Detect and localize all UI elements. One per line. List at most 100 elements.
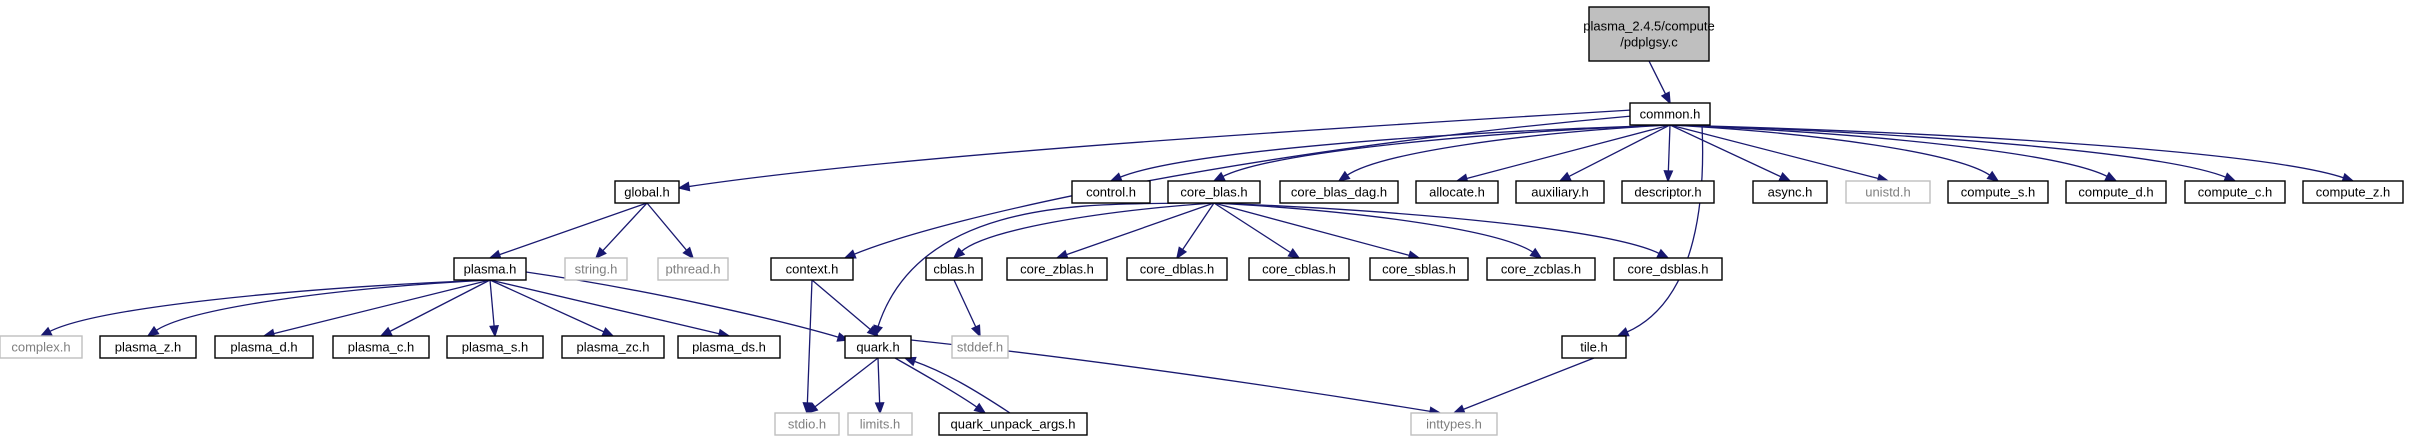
node-quark-unpack-args[interactable]: quark_unpack_args.h <box>938 412 1088 436</box>
node-compute-z[interactable]: compute_z.h <box>2302 180 2404 204</box>
node-quark[interactable]: quark.h <box>844 335 912 359</box>
node-core-blas-dag-label: core_blas_dag.h <box>1291 185 1387 200</box>
edge-core_blas-to-core_zcblas <box>1213 202 1543 260</box>
node-common-label: common.h <box>1640 107 1701 122</box>
node-unistd[interactable]: unistd.h <box>1845 180 1931 204</box>
node-compute-z-label: compute_z.h <box>2316 185 2390 200</box>
edge-global-to-string <box>594 202 648 260</box>
node-unistd-label: unistd.h <box>1865 185 1911 200</box>
node-core-zcblas[interactable]: core_zcblas.h <box>1486 257 1596 281</box>
node-core-cblas[interactable]: core_cblas.h <box>1248 257 1350 281</box>
edge-common-to-compute_c <box>1669 124 2237 182</box>
node-cblas[interactable]: cblas.h <box>925 257 983 281</box>
node-control[interactable]: control.h <box>1071 180 1151 204</box>
node-core-dblas-label: core_dblas.h <box>1140 262 1214 277</box>
edge-quark-to-limits <box>874 357 885 415</box>
edge-plasma-to-plasma_c <box>379 279 491 337</box>
node-plasma-d[interactable]: plasma_d.h <box>214 335 314 359</box>
node-stddef-label: stddef.h <box>957 340 1003 355</box>
edge-tile-to-inttypes <box>1452 357 1595 414</box>
node-limits-label: limits.h <box>860 417 900 432</box>
edge-common-to-core_blas <box>1212 124 1671 182</box>
edge-quark-to-stdio <box>805 357 879 415</box>
node-complex[interactable]: complex.h <box>0 335 83 359</box>
node-plasma-zc-label: plasma_zc.h <box>577 340 650 355</box>
node-plasma[interactable]: plasma.h <box>453 257 527 281</box>
node-core-zblas[interactable]: core_zblas.h <box>1006 257 1108 281</box>
node-allocate[interactable]: allocate.h <box>1415 180 1499 204</box>
edge-context-to-quark <box>811 279 880 338</box>
edges-layer <box>39 60 2355 417</box>
node-core-dsblas[interactable]: core_dsblas.h <box>1613 257 1723 281</box>
node-common[interactable]: common.h <box>1629 102 1711 126</box>
edge-global-to-pthread <box>646 202 695 260</box>
node-compute-d[interactable]: compute_d.h <box>2065 180 2167 204</box>
node-root[interactable]: plasma_2.4.5/compute/pdplgsy.c <box>1583 6 1715 62</box>
node-compute-c[interactable]: compute_c.h <box>2184 180 2286 204</box>
node-stdio[interactable]: stdio.h <box>774 412 840 436</box>
node-plasma-s[interactable]: plasma_s.h <box>446 335 544 359</box>
node-context[interactable]: context.h <box>770 257 854 281</box>
node-descriptor[interactable]: descriptor.h <box>1621 180 1715 204</box>
node-auxiliary[interactable]: auxiliary.h <box>1515 180 1605 204</box>
node-context-label: context.h <box>786 262 839 277</box>
node-plasma-c-label: plasma_c.h <box>348 340 414 355</box>
edge-context-to-stdio <box>802 279 813 415</box>
node-core-blas-label: core_blas.h <box>1180 185 1247 200</box>
node-tile[interactable]: tile.h <box>1561 335 1627 359</box>
node-descriptor-label: descriptor.h <box>1634 185 1701 200</box>
node-cblas-label: cblas.h <box>933 262 974 277</box>
edge-core_blas-to-cblas <box>952 202 1215 260</box>
edge-plasma-to-plasma_ds <box>489 279 731 339</box>
edge-core_blas-to-core_zblas <box>1055 202 1215 260</box>
node-core-blas[interactable]: core_blas.h <box>1167 180 1261 204</box>
node-plasma-z[interactable]: plasma_z.h <box>99 335 197 359</box>
edge-common-to-core_blas_dag <box>1337 124 1671 183</box>
node-plasma-d-label: plasma_d.h <box>230 340 297 355</box>
node-plasma-c[interactable]: plasma_c.h <box>332 335 430 359</box>
node-stdio-label: stdio.h <box>788 417 826 432</box>
node-stddef[interactable]: stddef.h <box>951 335 1009 359</box>
node-core-sblas-label: core_sblas.h <box>1382 262 1456 277</box>
node-plasma-label: plasma.h <box>464 262 517 277</box>
node-compute-c-label: compute_c.h <box>2198 185 2272 200</box>
nodes-layer: plasma_2.4.5/compute/pdplgsy.c common.h gl… <box>0 6 2404 436</box>
edge-plasma-to-complex <box>39 279 491 337</box>
node-string[interactable]: string.h <box>564 257 628 281</box>
node-inttypes[interactable]: inttypes.h <box>1410 412 1498 436</box>
node-plasma-ds[interactable]: plasma_ds.h <box>677 335 781 359</box>
node-async-label: async.h <box>1768 185 1813 200</box>
edge-plasma-to-plasma_z <box>146 279 491 337</box>
node-global[interactable]: global.h <box>614 180 680 204</box>
edge-common-to-tile <box>1616 124 1704 337</box>
node-auxiliary-label: auxiliary.h <box>1531 185 1589 200</box>
edge-root-to-common <box>1648 60 1671 105</box>
node-root-label: /pdplgsy.c <box>1620 35 1678 50</box>
node-pthread[interactable]: pthread.h <box>657 257 729 281</box>
edge-common-to-auxiliary <box>1558 124 1671 182</box>
node-plasma-zc[interactable]: plasma_zc.h <box>561 335 665 359</box>
node-root-label: plasma_2.4.5/compute <box>1583 19 1715 34</box>
node-async[interactable]: async.h <box>1752 180 1828 204</box>
node-core-dsblas-label: core_dsblas.h <box>1628 262 1709 277</box>
edge-common-to-global <box>677 109 1633 192</box>
node-core-cblas-label: core_cblas.h <box>1262 262 1336 277</box>
node-core-sblas[interactable]: core_sblas.h <box>1369 257 1469 281</box>
edge-plasma-to-quark <box>525 271 850 342</box>
node-plasma-s-label: plasma_s.h <box>462 340 528 355</box>
edge-quark-to-quark_unpack_args <box>894 357 987 415</box>
edge-core_blas-to-core_dblas <box>1176 202 1215 260</box>
edge-plasma-to-plasma_s <box>489 279 499 338</box>
node-core-dblas[interactable]: core_dblas.h <box>1126 257 1228 281</box>
node-core-blas-dag[interactable]: core_blas_dag.h <box>1279 180 1399 204</box>
edge-core_blas-to-core_cblas <box>1213 202 1301 259</box>
edge-cblas-to-stddef <box>953 279 981 338</box>
node-inttypes-label: inttypes.h <box>1426 417 1482 432</box>
node-compute-s[interactable]: compute_s.h <box>1947 180 2049 204</box>
edge-quark_unpack_args-to-quark <box>903 356 1011 414</box>
edge-core_blas-to-core_dsblas <box>1213 202 1670 259</box>
node-core-zcblas-label: core_zcblas.h <box>1501 262 1581 277</box>
node-compute-s-label: compute_s.h <box>1961 185 2035 200</box>
edge-core_blas-to-core_sblas <box>1213 202 1421 261</box>
node-limits[interactable]: limits.h <box>847 412 913 436</box>
